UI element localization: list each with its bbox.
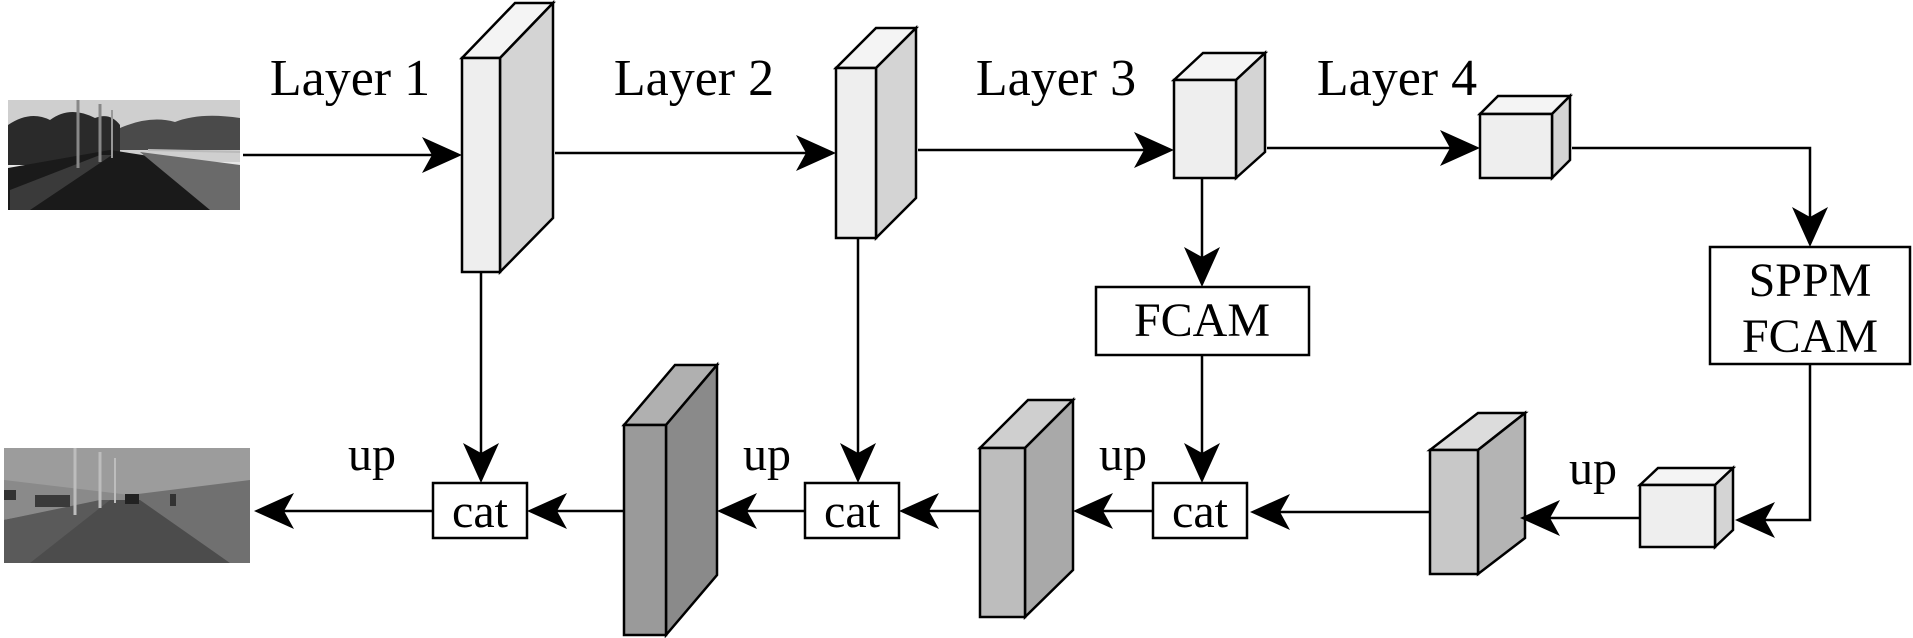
- encoder-block-1: [459, 0, 556, 276]
- decoder-block-dark: [621, 361, 720, 638]
- cat-label-3: cat: [1172, 485, 1229, 538]
- decoder-small-block: [1636, 465, 1737, 550]
- cat-box-3: cat: [1151, 481, 1249, 540]
- sppm-label: SPPM: [1749, 254, 1872, 307]
- cat-box-2: cat: [803, 481, 901, 540]
- encoder-block-3: [1170, 50, 1269, 181]
- fcam-box: FCAM: [1094, 285, 1311, 357]
- decoder-block-light: [1426, 410, 1529, 577]
- layer-2-label: Layer 2: [614, 50, 774, 107]
- input-image: [8, 100, 241, 210]
- layer-4-label: Layer 4: [1317, 50, 1477, 107]
- arrowheads: [254, 130, 1828, 538]
- up-label-3: up: [1099, 428, 1147, 481]
- encoder-block-2: [832, 24, 920, 242]
- layer-1-label: Layer 1: [270, 50, 430, 107]
- fcam-label: FCAM: [1134, 294, 1270, 347]
- cat-box-1: cat: [431, 481, 529, 540]
- cat-label-2: cat: [824, 485, 881, 538]
- up-label-2: up: [743, 428, 791, 481]
- decoder-block-medium: [976, 396, 1077, 620]
- sppm-fcam-box: SPPM FCAM: [1708, 245, 1912, 366]
- sppm-fcam-label: FCAM: [1742, 310, 1878, 363]
- up-label-1: up: [348, 428, 396, 481]
- up-label-4: up: [1569, 442, 1617, 495]
- layer-3-label: Layer 3: [976, 50, 1136, 107]
- cat-label-1: cat: [452, 485, 509, 538]
- output-segmentation-image: [4, 448, 250, 563]
- encoder-block-4: [1476, 92, 1574, 182]
- connector-lines: [243, 146, 1812, 522]
